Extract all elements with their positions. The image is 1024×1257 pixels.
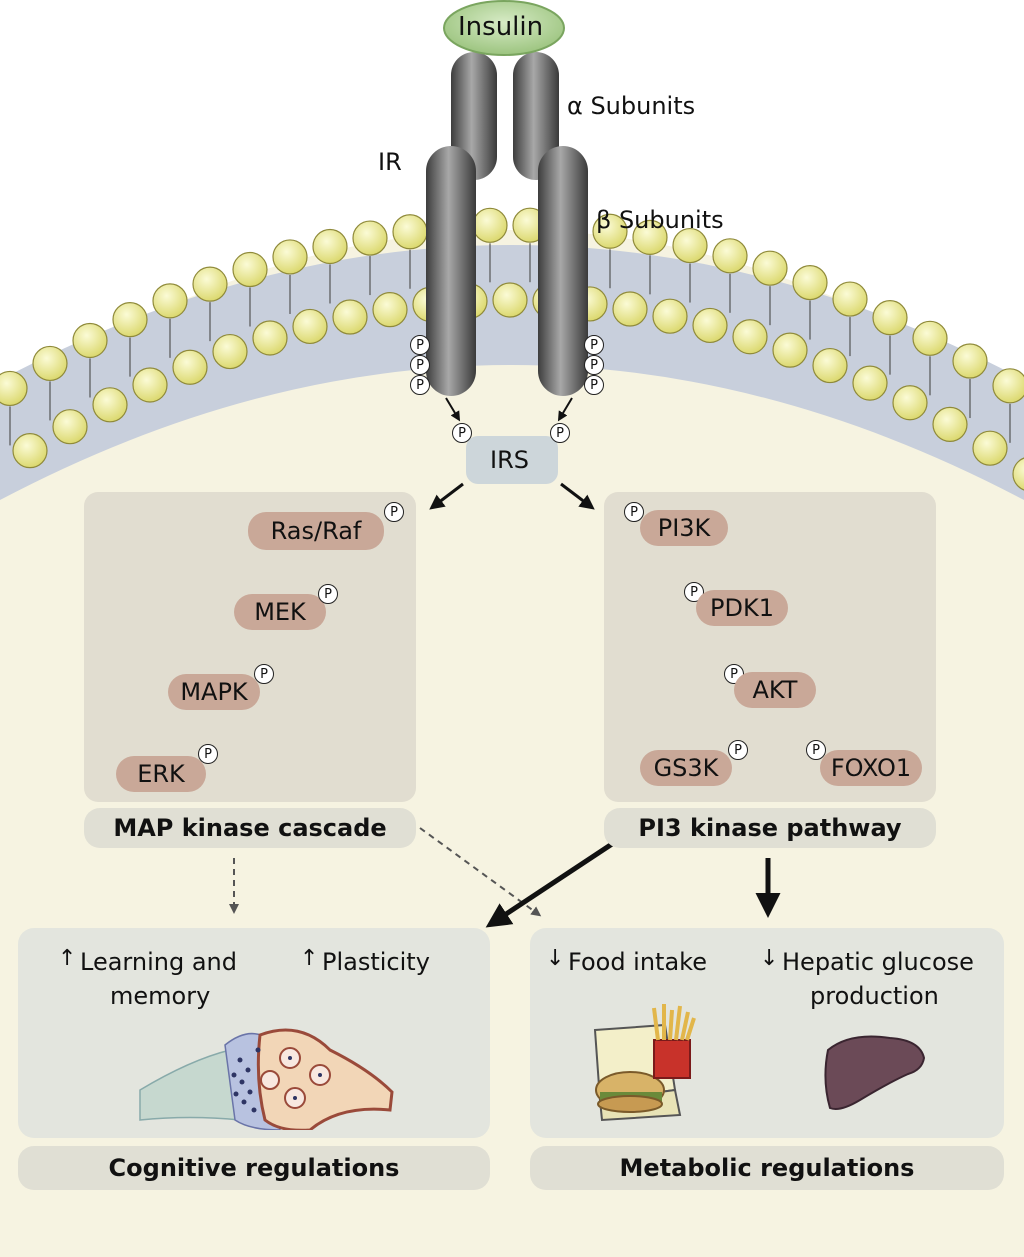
lipid-head [832,281,868,317]
lipid-head [112,302,148,338]
pdk1-node: PDK1 [696,590,788,626]
lipid-head [712,238,748,274]
up-arrow-icon: ↑ [58,946,77,971]
mapk-to-metabolic-arrow [419,827,542,917]
mapk-node: MAPK [168,674,260,710]
mapk-pathway-title: MAP kinase cascade [84,808,416,848]
lipid-head [852,365,888,401]
lipid-head [932,406,968,443]
lipid-head [912,320,948,356]
phosphate-icon: P [254,664,274,684]
phosphate-icon: P [624,502,644,522]
lipid-head [652,298,688,334]
lipid-head [272,239,308,275]
beta-subunit-label: β Subunits [596,206,724,234]
hepatic-glucose-label: Hepatic glucose [782,948,974,976]
phosphate-icon: P [806,740,826,760]
lipid-head [32,345,68,382]
ir-label: IR [378,148,402,176]
lipid-head [372,292,408,328]
lipid-head [392,214,428,250]
phosphate-icon: P [550,423,570,443]
gs3k-node: GS3K [640,750,732,786]
lipid-head [972,430,1008,466]
lipid-head [752,250,788,286]
lipid-head [212,333,248,370]
lipid-head [252,320,288,356]
down-arrow-icon: ↓ [546,946,565,971]
plasticity-label: Plasticity [322,948,430,976]
lipid-head [892,385,928,421]
synapse-illustration [139,1028,394,1130]
lipid-head [592,213,628,249]
pi3k-pathway-title: PI3 kinase pathway [604,808,936,848]
cognitive-regulations-title: Cognitive regulations [18,1146,490,1190]
lipid-head [492,282,528,318]
up-arrow-icon: ↑ [300,946,319,971]
learning-memory-label-line2: memory [110,982,211,1010]
fast-food-illustration [593,1004,696,1122]
irs-label: IRS [490,446,529,474]
lipid-head [672,227,708,264]
lipid-head [72,322,108,359]
insulin-molecule [443,0,565,56]
lipid-head [332,299,368,335]
phosphate-icon: P [318,584,338,604]
lipid-head [312,228,348,265]
phosphate-icon: P [452,423,472,443]
lipid-head [352,220,388,256]
akt-node: AKT [734,672,816,708]
irs-box [466,436,558,484]
lipid-head [632,219,668,255]
lipid-head [732,319,768,355]
ras-raf-node: Ras/Raf [248,512,384,550]
cell-membrane [0,245,1024,500]
pi3k-to-cognitive-arrow [485,841,614,928]
hepatic-glucose-label-line2: production [810,982,939,1010]
metabolic-regulations-title: Metabolic regulations [530,1146,1004,1190]
lipid-head [472,207,508,243]
phosphate-icon: P [410,355,430,375]
lipid-head [992,368,1024,404]
lipid-head [612,291,648,327]
lipid-head [772,332,808,368]
phosphate-icon: P [584,335,604,355]
lipid-head [152,283,188,319]
lipid-head [1012,457,1024,491]
lipid-head [192,266,228,302]
liver-illustration [824,1035,926,1110]
lipid-head [132,367,168,403]
lipid-head [232,251,268,288]
pi3k-node: PI3K [640,510,728,546]
phosphate-icon: P [584,355,604,375]
lipid-head [692,307,728,344]
lipid-head [872,300,908,336]
lipid-head [292,308,328,345]
insulin-label: Insulin [458,12,544,42]
lipid-head [12,433,48,469]
phosphate-icon: P [728,740,748,760]
mek-node: MEK [234,594,326,630]
lipid-head [812,347,848,384]
lipid-head [92,387,128,423]
foxo1-node: FOXO1 [820,750,922,786]
phosphate-icon: P [198,744,218,764]
erk-node: ERK [116,756,206,792]
lipid-head [0,370,28,407]
down-arrow-icon: ↓ [760,946,779,971]
alpha-subunit-label: α Subunits [567,92,696,120]
phosphate-icon: P [410,335,430,355]
lipid-head [52,409,88,445]
lipid-head [952,343,988,379]
learning-memory-label: Learning and [80,948,237,976]
phosphate-icon: P [410,375,430,395]
insulin-receptor [426,52,588,396]
lipid-head [172,349,208,385]
lipid-head [792,264,828,301]
phosphate-icon: P [584,375,604,395]
phosphate-icon: P [384,502,404,522]
food-intake-label: Food intake [568,948,707,976]
